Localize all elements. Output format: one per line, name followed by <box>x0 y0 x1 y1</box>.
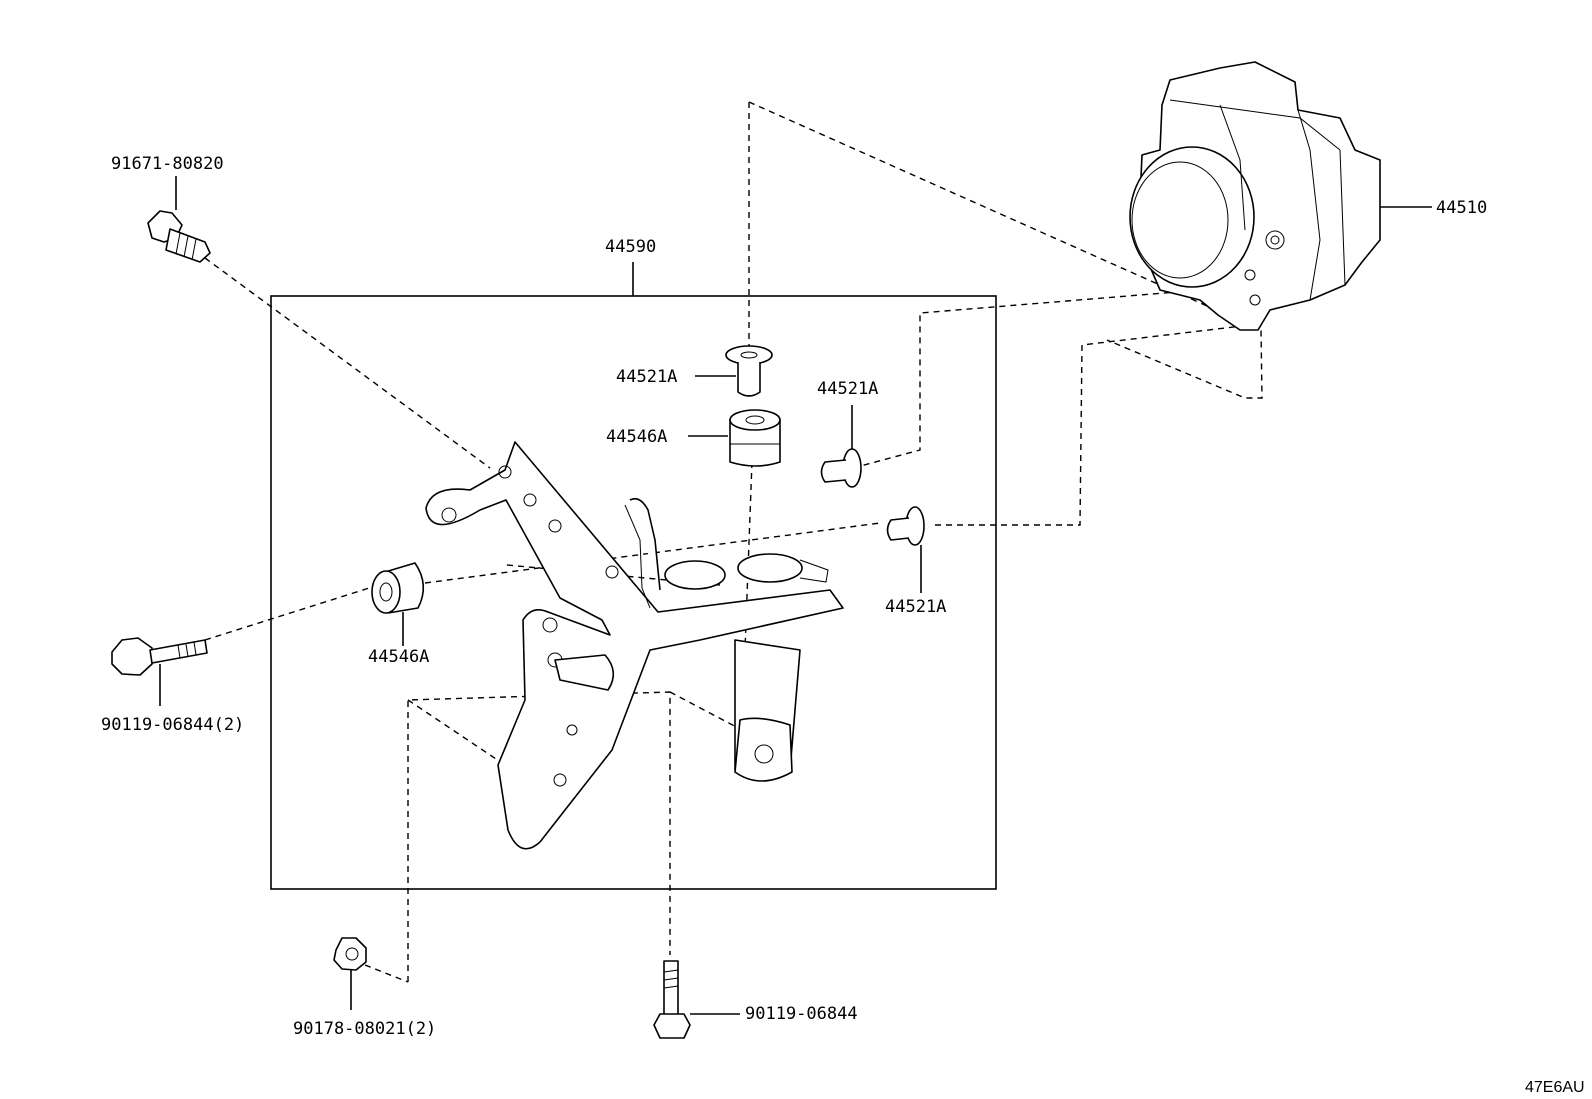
collar-upper <box>695 345 773 397</box>
bracket <box>425 441 844 850</box>
label-44521a-right-upper: 44521A <box>817 379 878 399</box>
label-44546a-upper: 44546A <box>606 427 667 447</box>
figure-code: 47E6AU <box>1525 1079 1585 1096</box>
label-44590: 44590 <box>605 237 656 257</box>
label-44521a-right-lower: 44521A <box>885 597 946 617</box>
collar-right-upper <box>820 405 862 488</box>
label-44510: 44510 <box>1436 198 1487 218</box>
label-44521a-upper: 44521A <box>616 367 677 387</box>
cushion-upper <box>688 409 781 467</box>
actuator-44510 <box>1129 61 1432 331</box>
label-44546a-left: 44546A <box>368 647 429 667</box>
label-90119-06844-bottom: 90119-06844 <box>745 1004 858 1024</box>
label-91671-80820: 91671-80820 <box>111 154 224 174</box>
bolt-90119-06844-left <box>111 637 208 706</box>
assembly-dashed-lines <box>204 101 1263 983</box>
collar-right-lower <box>886 506 925 593</box>
nut-90178-08021 <box>333 937 367 1010</box>
bolt-91671-80820 <box>147 176 211 263</box>
label-90178-08021: 90178-08021(2) <box>293 1019 436 1039</box>
bolt-90119-06844-bottom <box>653 960 740 1039</box>
label-90119-06844-left: 90119-06844(2) <box>101 715 244 735</box>
cushion-left <box>371 562 425 646</box>
